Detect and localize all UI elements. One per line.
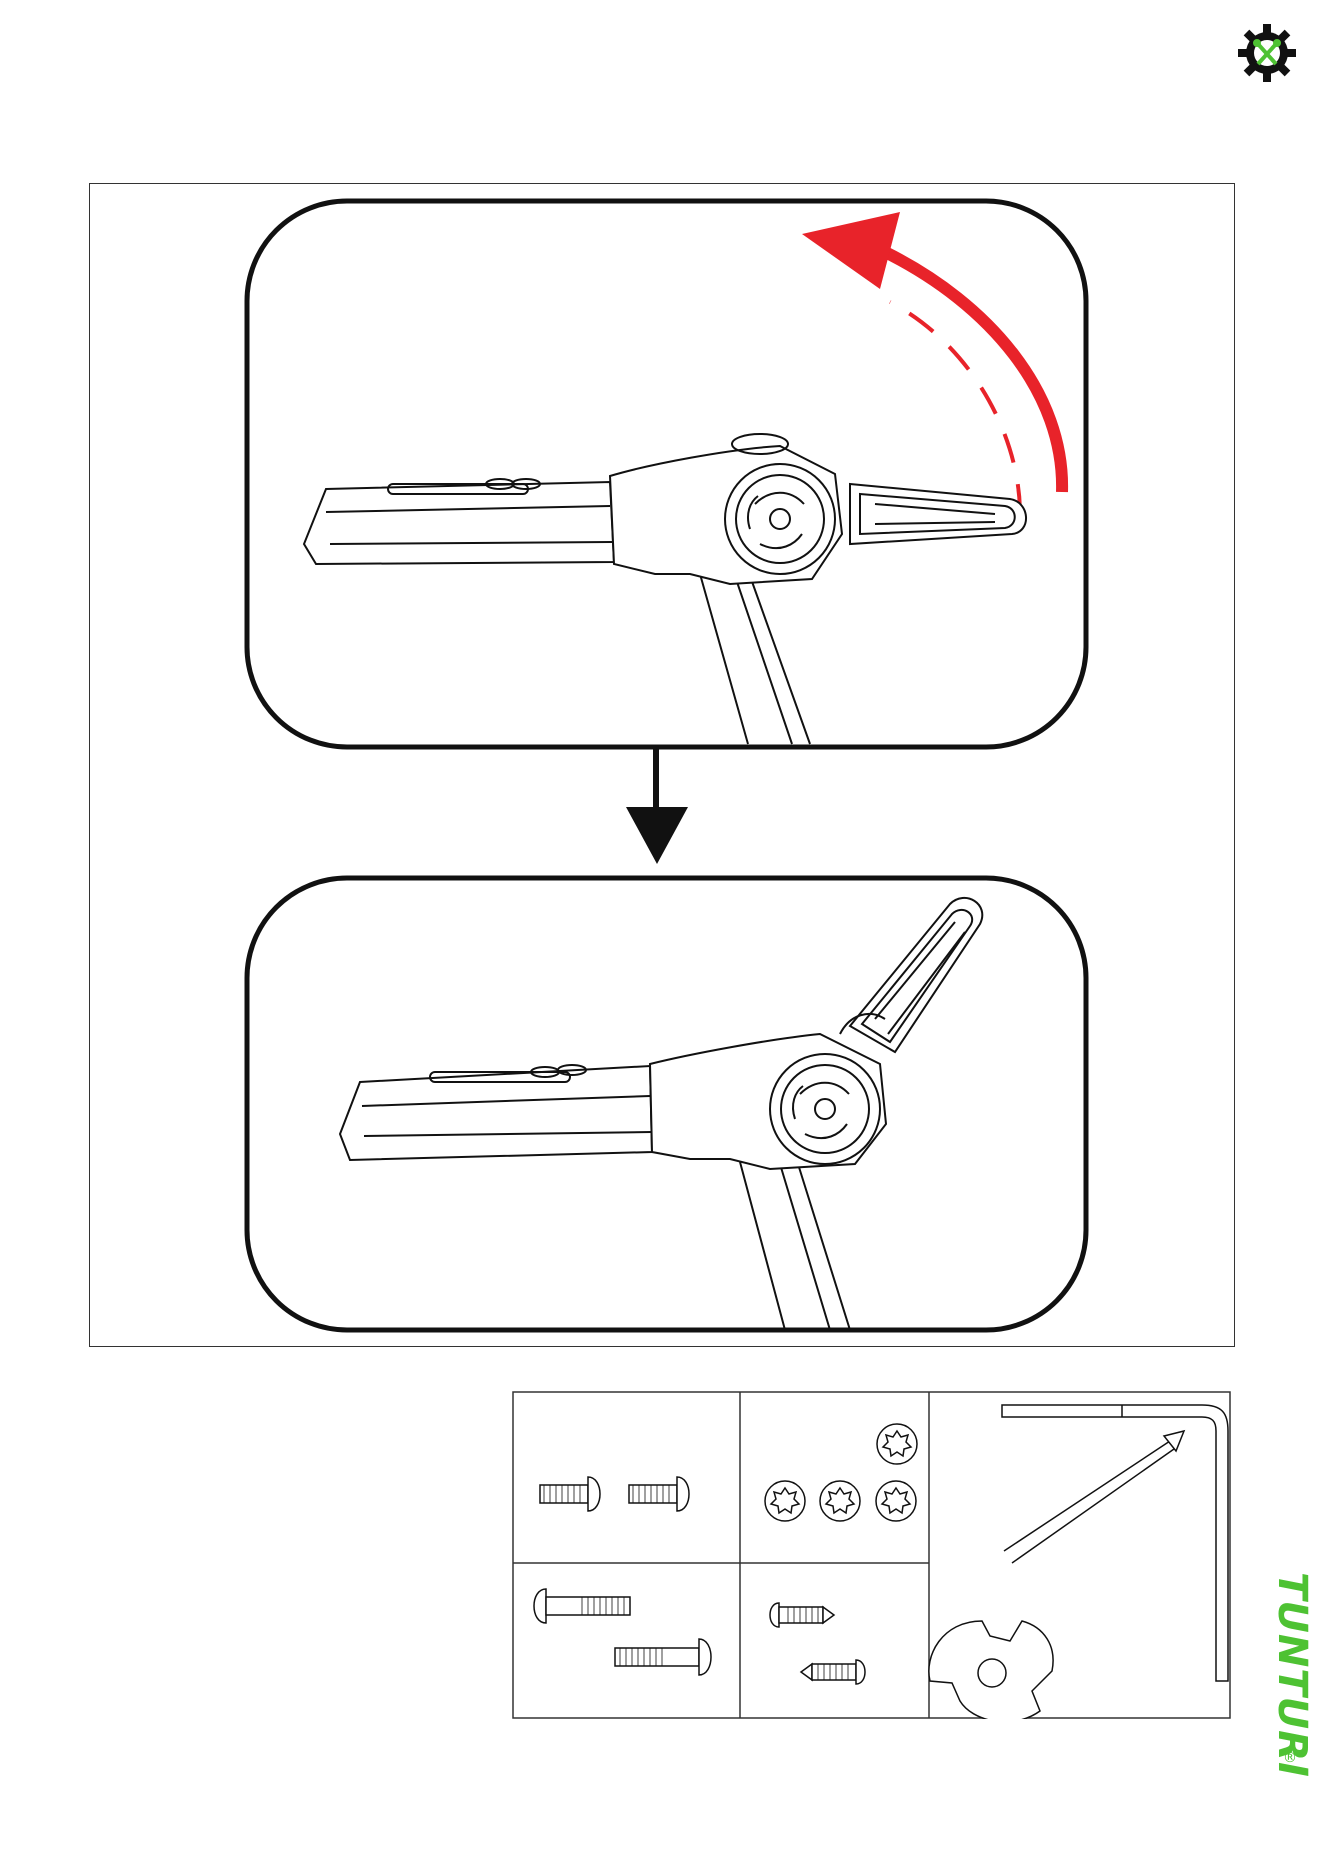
brand-logo-text: TUNTURI: [1269, 1572, 1315, 1778]
tools-gear-icon: [1236, 22, 1298, 84]
instruction-diagram-frame: [89, 183, 1235, 1347]
hardware-parts-table: [512, 1391, 1231, 1719]
step-2-panel: [247, 878, 1086, 1330]
self-tapping-screws: [770, 1603, 865, 1684]
tools: [929, 1405, 1228, 1719]
brand-logo: TUNTURI: [1268, 1580, 1316, 1770]
bolt-pair: [540, 1477, 689, 1511]
registered-mark: ®: [1283, 1750, 1297, 1766]
long-bolt-pair: [534, 1589, 711, 1675]
down-arrow-icon: [626, 747, 688, 864]
star-washers: [765, 1424, 917, 1521]
step-1-panel: [247, 201, 1086, 747]
